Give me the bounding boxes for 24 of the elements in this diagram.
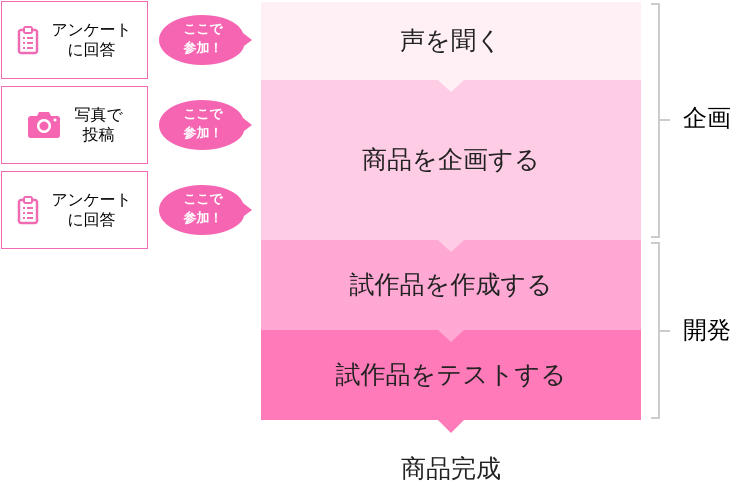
flow-arrow — [438, 330, 464, 342]
stage-band — [261, 240, 641, 330]
stage-text: 商品を企画する — [362, 144, 540, 176]
stage-band — [261, 330, 641, 420]
flow-arrow — [438, 420, 464, 433]
option-text: アンケートに回答 — [50, 190, 132, 230]
option-text: 写真で投稿 — [74, 105, 124, 145]
phase-label: 企画 — [683, 106, 731, 130]
bubble-text: ここで参加！ — [182, 106, 224, 143]
result-text: 商品完成 — [401, 456, 501, 481]
phase-label: 開発 — [683, 318, 731, 342]
option-text: アンケートに回答 — [50, 20, 132, 60]
flow-arrow — [438, 240, 464, 252]
bubble-text: ここで参加！ — [182, 21, 224, 58]
option-card — [1, 1, 148, 79]
stage-text: 試作品を作成する — [350, 269, 552, 302]
stage-band — [261, 2, 641, 80]
option-card — [1, 171, 148, 249]
stage-band — [261, 80, 641, 240]
option-card — [1, 86, 148, 164]
flow-arrow — [438, 80, 464, 92]
stage-text: 試作品をテストする — [336, 359, 566, 392]
bubble-text: ここで参加！ — [182, 191, 224, 228]
stage-text: 声を聞く — [400, 25, 502, 58]
